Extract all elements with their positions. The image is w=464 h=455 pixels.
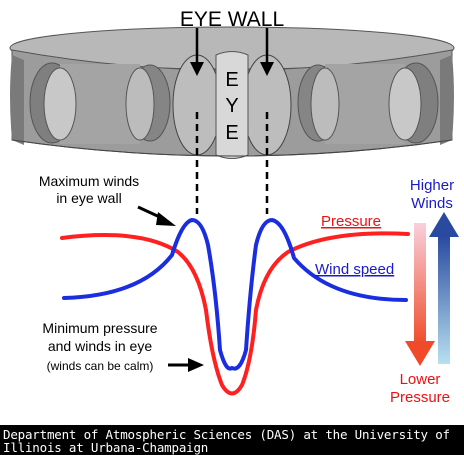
eye-letter-3: E bbox=[225, 122, 238, 144]
pressure-label: Pressure bbox=[321, 213, 381, 230]
pressure-curve bbox=[60, 231, 410, 396]
eye-wall-label: EYE WALL bbox=[180, 8, 284, 31]
min-pressure-label-line1: Minimum pressure bbox=[42, 320, 157, 336]
higher-winds-arrow bbox=[429, 212, 459, 364]
min-pressure-arrow bbox=[168, 358, 204, 372]
max-winds-label-line2: in eye wall bbox=[56, 190, 121, 206]
min-pressure-label-line2: and winds in eye bbox=[48, 338, 153, 354]
lower-pressure-label-line1: Lower bbox=[400, 371, 441, 388]
credit-footer: Department of Atmospheric Sciences (DAS)… bbox=[0, 425, 464, 455]
lower-pressure-arrow bbox=[405, 223, 435, 366]
max-winds-arrow bbox=[137, 205, 176, 226]
eye-letter-2: Y bbox=[225, 95, 238, 117]
dashed-guides bbox=[195, 112, 269, 214]
credit-line-1: Department of Atmospheric Sciences (DAS)… bbox=[3, 427, 450, 442]
credit-line-2: Illinois at Urbana-Champaign bbox=[3, 440, 209, 455]
max-winds-label-line1: Maximum winds bbox=[39, 173, 139, 189]
eye-letter-1: E bbox=[225, 69, 238, 91]
hurricane-cylinder bbox=[9, 26, 455, 159]
higher-winds-label-line2: Winds bbox=[411, 195, 453, 212]
higher-winds-label-line1: Higher bbox=[410, 177, 454, 194]
wind-speed-label: Wind speed bbox=[315, 261, 394, 278]
lower-pressure-label-line2: Pressure bbox=[390, 389, 450, 406]
wind-speed-curve bbox=[62, 217, 408, 371]
eye-wall-arrows bbox=[190, 28, 274, 76]
min-pressure-label-line3: (winds can be calm) bbox=[47, 359, 154, 373]
